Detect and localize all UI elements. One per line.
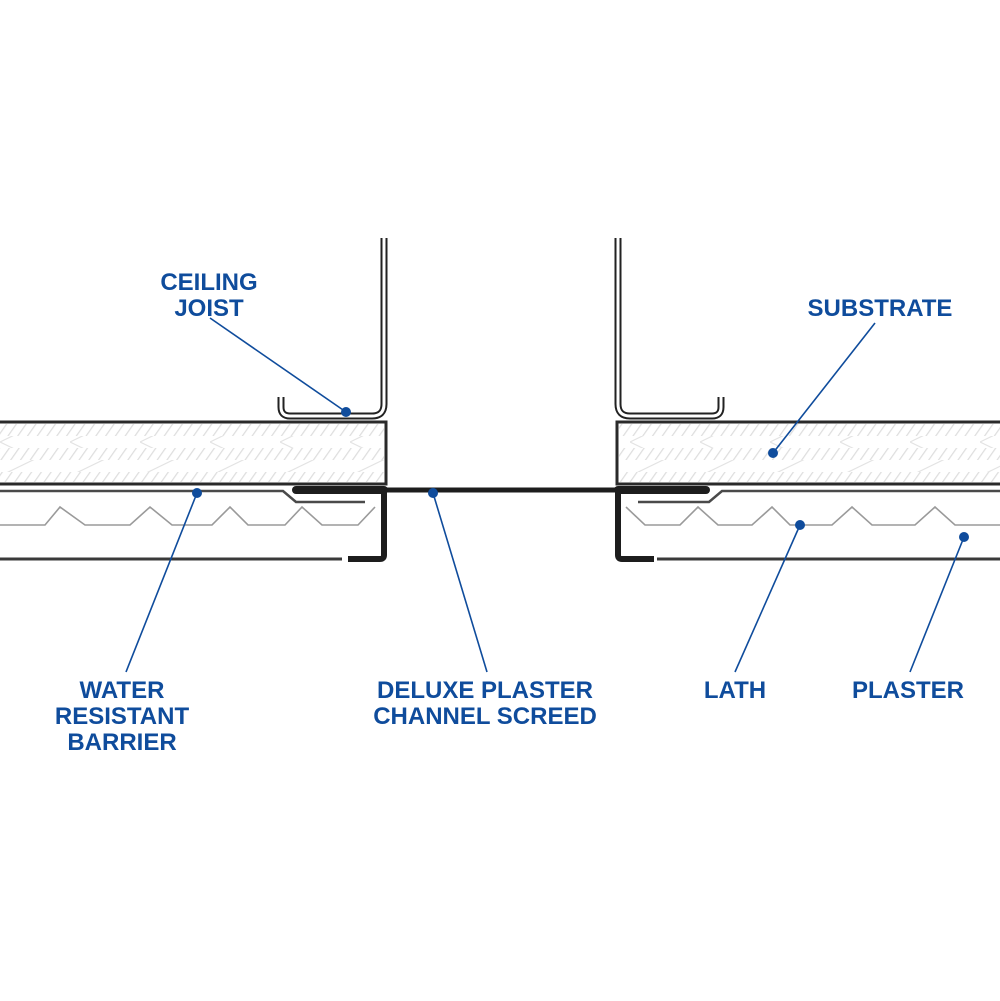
callout-water-resistant-barrier: WATER RESISTANT BARRIER bbox=[55, 488, 202, 756]
callout-lath: LATH bbox=[704, 520, 805, 704]
callout-screed: DELUXE PLASTER CHANNEL SCREED bbox=[373, 488, 597, 730]
lath-left bbox=[0, 505, 376, 526]
substrate-board-right bbox=[615, 420, 1000, 486]
label-ceiling-joist-line1: CEILING bbox=[160, 269, 257, 296]
left-assembly bbox=[0, 238, 388, 561]
right-assembly bbox=[614, 238, 1000, 561]
lath-right bbox=[625, 505, 1000, 526]
substrate-board-left bbox=[0, 420, 388, 486]
label-screed-line1: DELUXE PLASTER bbox=[377, 677, 593, 704]
label-plaster: PLASTER bbox=[852, 677, 964, 704]
label-wrb-line1: WATER bbox=[80, 677, 165, 704]
callout-ceiling-joist: CEILING JOIST bbox=[160, 269, 351, 417]
water-resistant-barrier-left bbox=[0, 489, 365, 504]
label-screed-line2: CHANNEL SCREED bbox=[373, 703, 597, 730]
callout-substrate: SUBSTRATE bbox=[768, 295, 952, 458]
label-ceiling-joist-line2: JOIST bbox=[174, 295, 244, 322]
label-substrate: SUBSTRATE bbox=[808, 295, 953, 322]
label-wrb-line2: RESISTANT bbox=[55, 703, 190, 730]
label-lath: LATH bbox=[704, 677, 766, 704]
callout-plaster: PLASTER bbox=[852, 532, 969, 704]
channel-screed bbox=[292, 486, 710, 562]
label-wrb-line3: BARRIER bbox=[67, 729, 176, 756]
water-resistant-barrier-right bbox=[638, 489, 1000, 504]
callout-dot bbox=[341, 407, 351, 417]
ceiling-joist-left bbox=[277, 238, 388, 420]
ceiling-joist-right bbox=[614, 238, 725, 420]
